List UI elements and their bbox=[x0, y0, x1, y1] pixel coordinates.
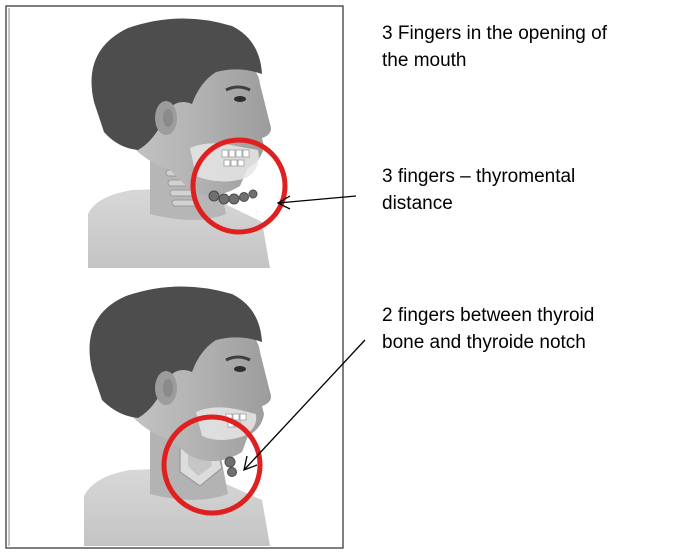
caption-thyroid-notch: 2 fingers between thyroid bone and thyro… bbox=[382, 302, 594, 356]
caption-mouth-opening-line2: the mouth bbox=[382, 50, 467, 71]
caption-mouth-opening: 3 Fingers in the opening of the mouth bbox=[382, 20, 607, 74]
eye bbox=[234, 96, 246, 102]
hyoid-bone bbox=[225, 457, 235, 467]
caption-thyromental: 3 fingers – thyromental distance bbox=[382, 163, 575, 217]
caption-mouth-opening-line1: 3 Fingers in the opening of bbox=[382, 23, 607, 44]
caption-thyromental-line2: distance bbox=[382, 193, 453, 214]
caption-thyromental-line1: 3 fingers – thyromental bbox=[382, 166, 575, 187]
caption-thyroid-notch-line2: bone and thyroide notch bbox=[382, 332, 586, 353]
caption-thyroid-notch-line1: 2 fingers between thyroid bbox=[382, 305, 594, 326]
eye bbox=[234, 366, 246, 372]
